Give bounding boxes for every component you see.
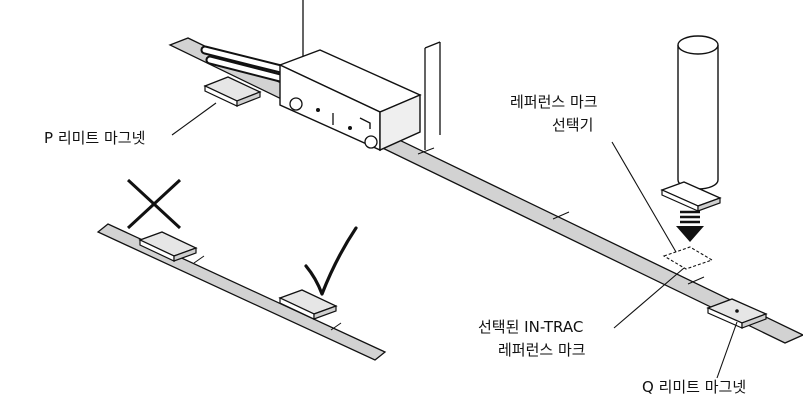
q-limit-magnet-leader bbox=[716, 321, 738, 379]
readhead bbox=[278, 49, 422, 152]
p-limit-magnet-label: P 리미트 마그넷 bbox=[44, 129, 145, 147]
selected-reference-mark-leader bbox=[613, 267, 685, 329]
q-limit-magnet-label: Q 리미트 마그넷 bbox=[642, 378, 746, 396]
down-arrow-icon bbox=[676, 210, 704, 242]
cross-mark-icon bbox=[126, 178, 182, 230]
check-mark-icon bbox=[304, 226, 358, 296]
reference-mark-selector bbox=[660, 35, 722, 212]
incorrect-magnet-placement bbox=[138, 231, 198, 262]
correct-magnet-placement bbox=[278, 289, 338, 320]
p-limit-magnet-leader bbox=[171, 102, 217, 136]
selected-reference-mark-label-line2: 레퍼런스 마크 bbox=[498, 341, 586, 359]
reference-mark-selector-label-line1: 레퍼런스 마크 bbox=[510, 93, 598, 111]
p-limit-magnet bbox=[203, 76, 262, 107]
selected-reference-mark-label-line1: 선택된 IN-TRAC bbox=[478, 318, 583, 336]
q-limit-magnet bbox=[706, 298, 768, 329]
readhead-cable bbox=[200, 45, 293, 85]
reference-mark-selector-leader bbox=[611, 141, 677, 253]
mounting-bracket-lines bbox=[302, 0, 441, 150]
in-trac-reference-mark bbox=[662, 246, 714, 270]
reference-mark-selector-label-line2: 선택기 bbox=[552, 116, 593, 134]
